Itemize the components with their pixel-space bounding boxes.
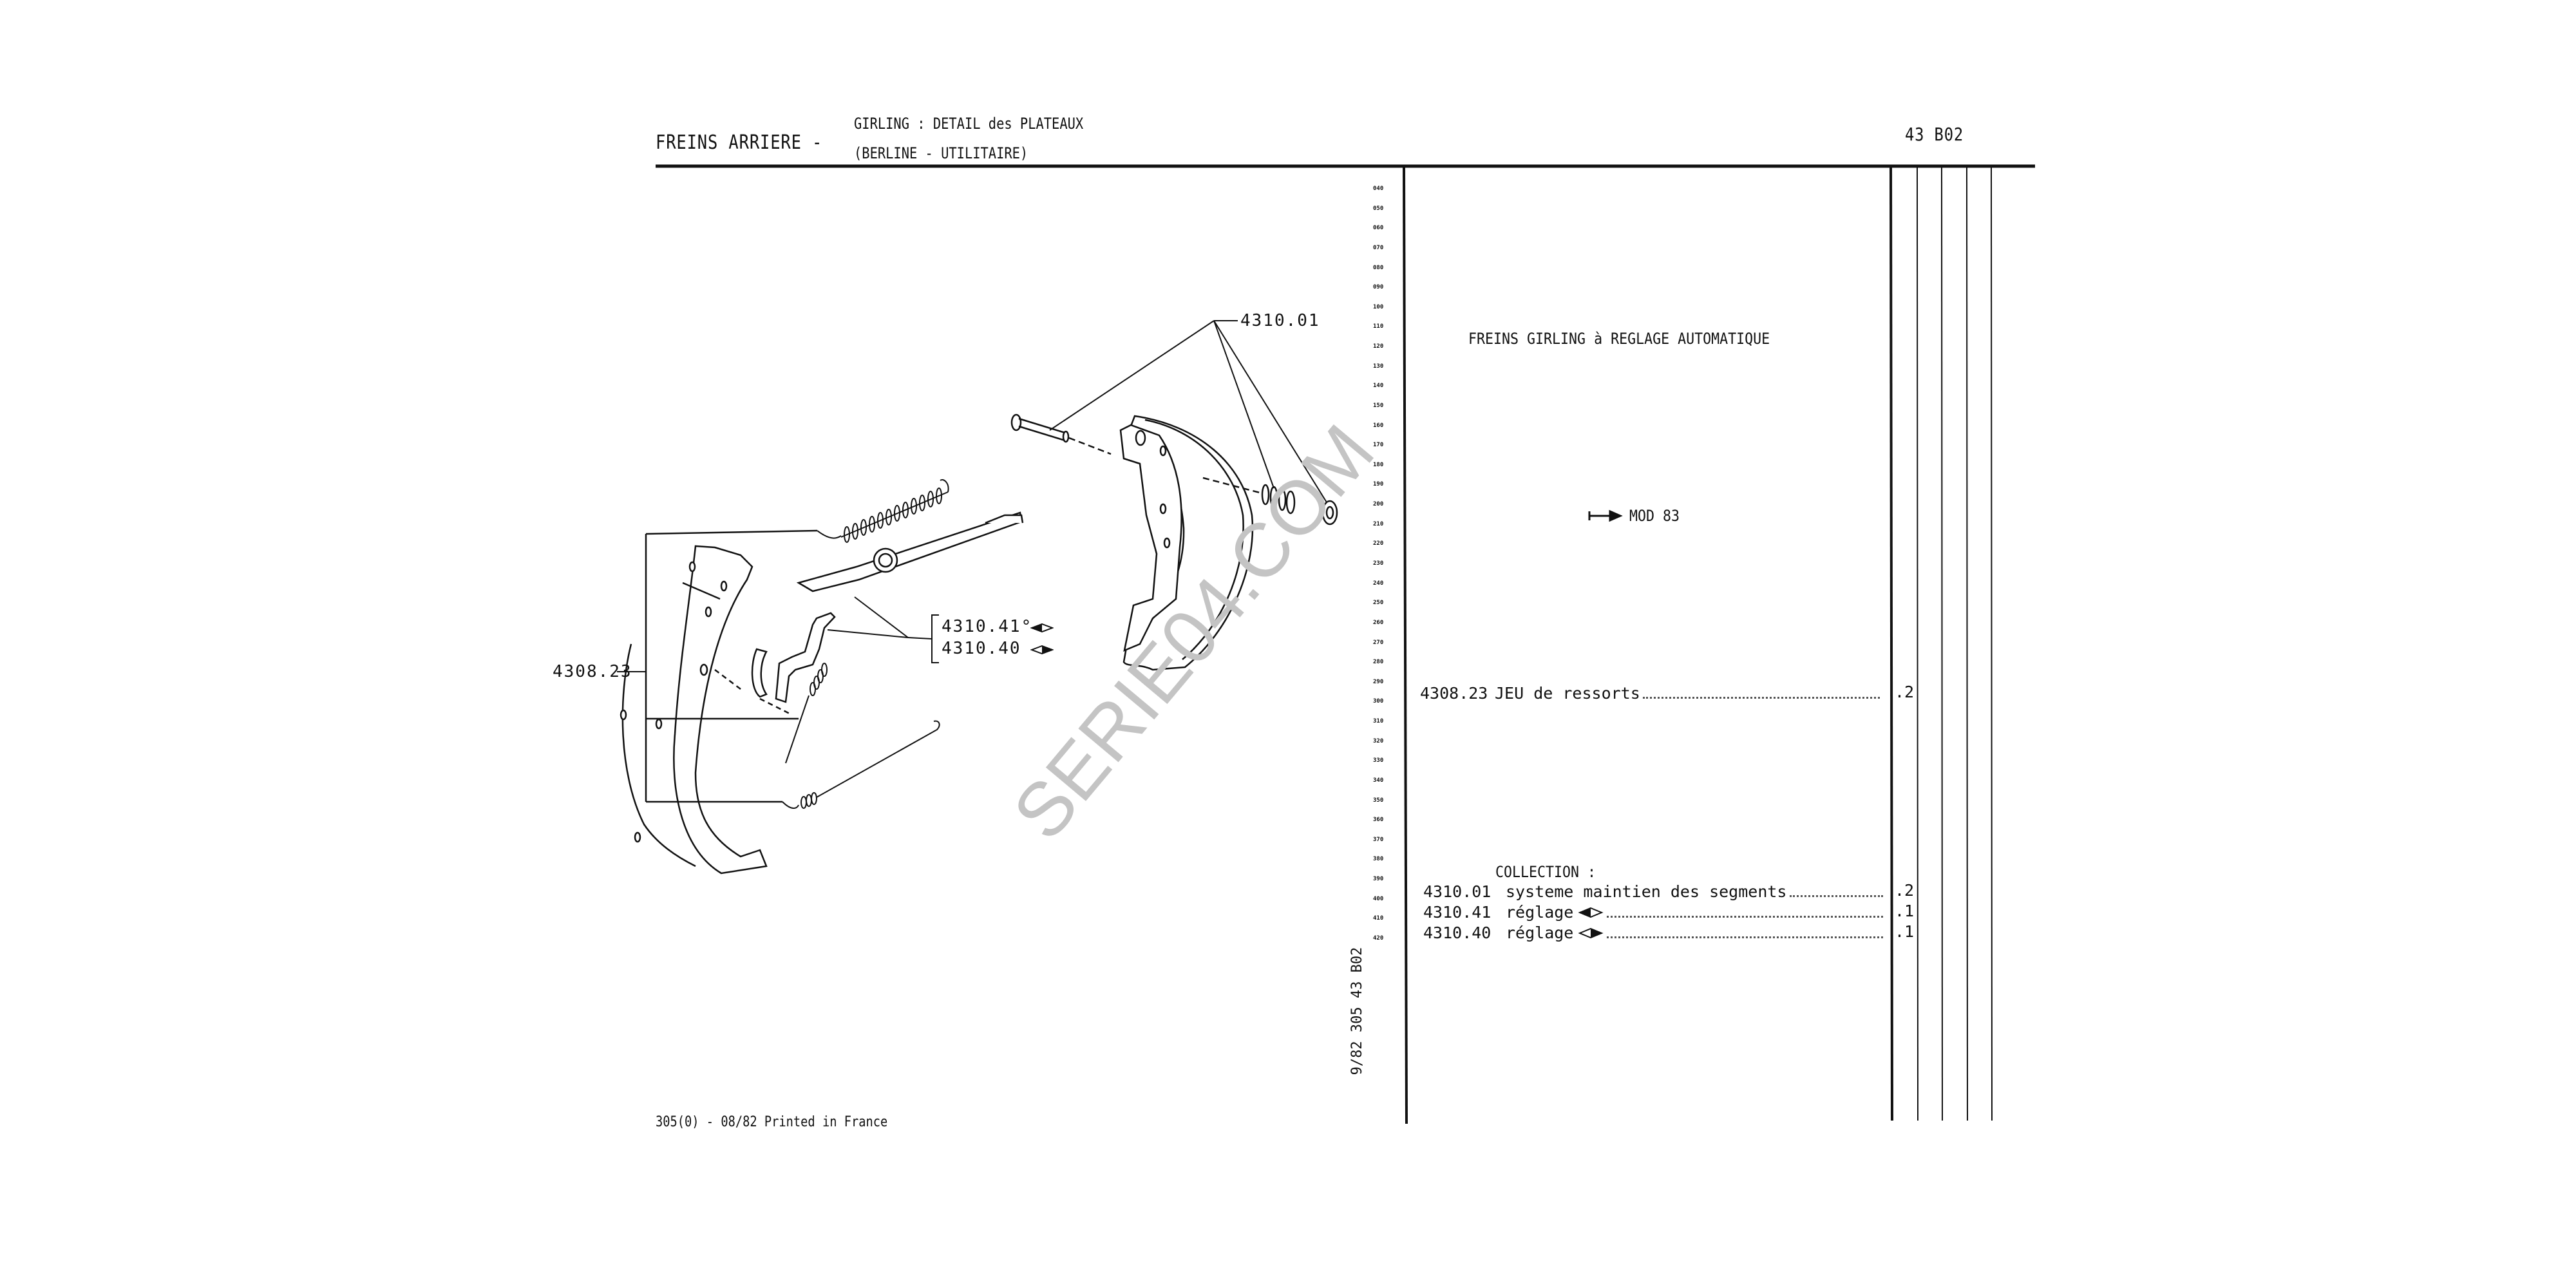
callout-leaders — [617, 320, 1327, 672]
scale-tick: 270 — [1373, 639, 1384, 646]
scale-tick: 410 — [1373, 915, 1384, 922]
scale-tick: 240 — [1373, 580, 1384, 587]
scale-tick: 260 — [1373, 619, 1384, 626]
hold-down-spring — [1261, 484, 1338, 526]
dot-leader — [1642, 697, 1880, 699]
scale-tick: 350 — [1373, 797, 1384, 804]
part-description: systeme maintien des segments — [1506, 882, 1787, 901]
part-qty: .1 — [1895, 902, 1915, 920]
frame-lines — [656, 164, 2035, 1124]
scale-tick: 140 — [1373, 383, 1384, 390]
top-return-spring — [817, 479, 949, 543]
scale-tick: 300 — [1373, 698, 1384, 705]
lower-springs — [782, 663, 940, 809]
scale-tick: 230 — [1373, 560, 1384, 567]
part-row: 4308.23 JEU de ressorts — [1420, 684, 1884, 703]
part-qty: .2 — [1895, 683, 1915, 701]
scale-tick: 130 — [1373, 363, 1384, 370]
section-title: FREINS ARRIERE - — [656, 131, 823, 154]
model-marker: MOD 83 — [1629, 507, 1680, 525]
scale-tick: 100 — [1373, 303, 1384, 310]
scale-tick: 180 — [1373, 461, 1384, 468]
scale-tick: 400 — [1373, 895, 1384, 902]
parts-title: FREINS GIRLING à REGLAGE AUTOMATIQUE — [1468, 330, 1770, 348]
collection-title: COLLECTION : — [1495, 863, 1596, 881]
scale-tick: 210 — [1373, 520, 1384, 527]
diamond-right-filled-icon — [1030, 645, 1054, 654]
scale-tick: 320 — [1373, 737, 1384, 744]
part-qty: .1 — [1895, 922, 1915, 941]
scale-tick: 280 — [1373, 659, 1384, 666]
scale-tick: 340 — [1373, 777, 1384, 784]
callout-4310-01: 4310.01 — [1240, 311, 1320, 330]
dot-leader — [1607, 936, 1883, 938]
collection-row: 4310.40 réglage — [1423, 923, 1887, 942]
scale-tick: 370 — [1373, 836, 1384, 843]
scale-tick: 390 — [1373, 876, 1384, 883]
scale-tick: 420 — [1373, 935, 1384, 942]
adjuster-strut — [796, 511, 1024, 592]
side-reference: 9/82 305 43 B02 — [1349, 947, 1365, 1075]
scale-tick: 070 — [1373, 244, 1384, 251]
scale-tick: 360 — [1373, 817, 1384, 824]
scale-tick: 040 — [1373, 185, 1384, 192]
part-qty: .2 — [1895, 881, 1915, 900]
scale-tick: 380 — [1373, 856, 1384, 863]
callout-4310-40: 4310.40 — [942, 639, 1021, 658]
diamond-left-filled-icon — [1578, 907, 1604, 918]
part-code: 4308.23 — [1420, 684, 1488, 703]
scale-tick: 110 — [1373, 323, 1384, 330]
dot-leader — [1789, 895, 1883, 897]
diamond-right-filled-icon — [1578, 928, 1604, 938]
callout-4310-41: 4310.41° — [942, 617, 1033, 636]
scale-tick: 250 — [1373, 600, 1384, 607]
scale-tick: 310 — [1373, 718, 1384, 725]
part-description: réglage — [1506, 923, 1574, 942]
diamond-left-filled-icon — [1030, 623, 1054, 632]
adjuster-lever — [714, 612, 836, 716]
part-code: 4310.41 — [1423, 903, 1492, 922]
print-info: 305(0) - 08/82 Printed in France — [656, 1114, 888, 1130]
scale-tick: 330 — [1373, 757, 1384, 764]
part-code: 4310.40 — [1423, 923, 1492, 942]
part-code: 4310.01 — [1423, 882, 1492, 901]
scale-tick: 220 — [1373, 540, 1384, 547]
subtitle-line-2: (BERLINE - UTILITAIRE) — [854, 144, 1028, 162]
left-brake-shoe — [620, 529, 818, 875]
collection-row: 4310.41 réglage — [1423, 903, 1887, 922]
callout-4308-23: 4308.23 — [553, 662, 632, 681]
scale-tick: 160 — [1373, 422, 1384, 429]
page-code: 43 B02 — [1905, 124, 1964, 145]
dot-leader — [1607, 916, 1883, 918]
scale-tick: 200 — [1373, 501, 1384, 508]
part-description: JEU de ressorts — [1495, 684, 1640, 703]
scale-tick: 190 — [1373, 481, 1384, 488]
subtitle-line-1: GIRLING : DETAIL des PLATEAUX — [854, 115, 1084, 133]
scale-tick: 060 — [1373, 225, 1384, 232]
scale-tick: 170 — [1373, 442, 1384, 449]
part-description: réglage — [1506, 903, 1574, 922]
scale-tick: 080 — [1373, 264, 1384, 271]
scale-tick: 290 — [1373, 678, 1384, 685]
collection-row: 4310.01 systeme maintien des segments — [1423, 882, 1887, 901]
scale-tick: 050 — [1373, 205, 1384, 212]
scale-tick: 090 — [1373, 284, 1384, 291]
right-brake-shoe — [1119, 415, 1254, 671]
scale-tick: 120 — [1373, 343, 1384, 350]
scale-tick: 150 — [1373, 402, 1384, 409]
pin — [1010, 413, 1263, 495]
mod-arrow-icon — [1588, 509, 1623, 522]
